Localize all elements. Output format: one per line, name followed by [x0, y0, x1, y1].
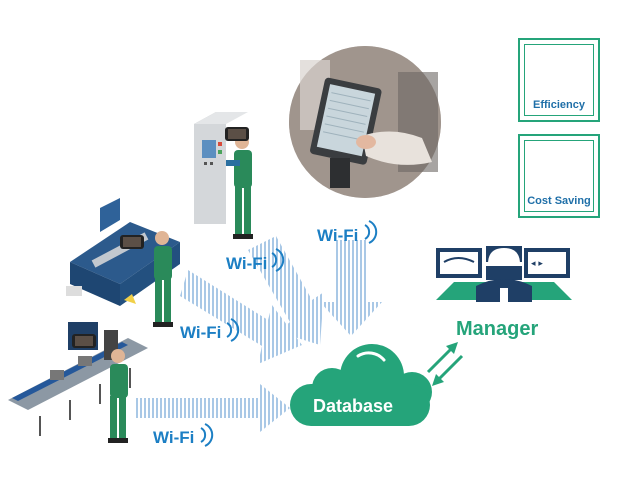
efficiency-card: Efficiency: [518, 38, 600, 122]
database-cloud: [290, 344, 432, 426]
two-way-arrows: [426, 342, 464, 386]
wifi-label-conveyor: Wi-Fi: [153, 428, 195, 447]
wifi-icon: [368, 220, 378, 244]
wifi-icon: [230, 318, 240, 342]
efficiency-label: Efficiency: [533, 99, 585, 111]
manager-figure: ◂ ▸: [436, 246, 572, 302]
arrow-tablet-to-db: [320, 240, 382, 336]
database-label: Database: [313, 396, 394, 416]
wifi-icon: [271, 252, 278, 268]
wifi-label-machine: Wi-Fi: [180, 323, 222, 342]
conveyor-station: [8, 322, 148, 443]
data-flow-arrows: [136, 236, 382, 432]
wifi-icon: [226, 322, 233, 338]
arrow-panel-to-db: [248, 236, 324, 345]
wifi-icon: [204, 423, 214, 447]
cost-saving-label: Cost Saving: [527, 195, 591, 207]
wifi-icon: [275, 248, 285, 272]
cost-saving-card: Cost Saving: [518, 134, 600, 218]
manager-label: Manager: [456, 318, 539, 340]
machine-station: [66, 198, 180, 327]
wifi-icon: [200, 427, 207, 443]
wifi-label-tablet: Wi-Fi: [317, 226, 359, 245]
svg-text:◂ ▸: ◂ ▸: [531, 259, 543, 269]
arrow-machine-to-db: [180, 270, 302, 364]
wifi-icon: [364, 224, 371, 240]
wifi-label-panel: Wi-Fi: [226, 254, 268, 273]
wifi-signals: [200, 220, 378, 447]
arrow-conveyor-to-db: [136, 384, 290, 432]
control-panel-station: [194, 112, 253, 239]
tablet-photo: [289, 46, 441, 198]
